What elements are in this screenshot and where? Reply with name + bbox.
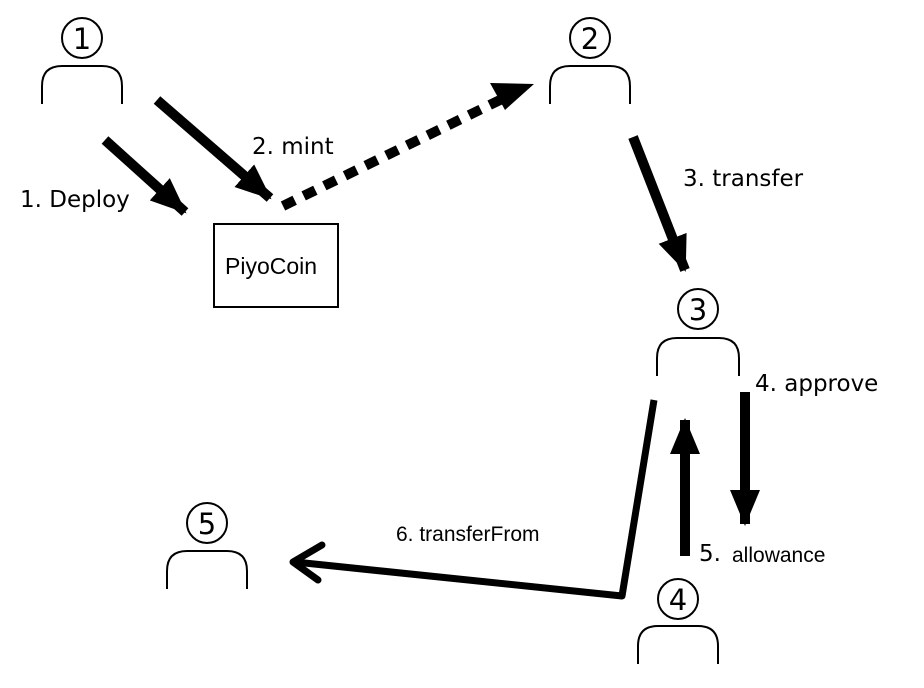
user-4-number: 4 (669, 583, 687, 617)
user-5-person-icon (166, 550, 248, 589)
user-4-number-circle (657, 578, 699, 620)
approve-label: 4. approve (755, 371, 879, 397)
mint-arrow (153, 96, 274, 202)
user-3-person-icon (656, 337, 740, 376)
user-4-person-icon (637, 625, 719, 664)
user-1-person-icon (41, 65, 123, 104)
transfer-from-label: 6. transferFrom (396, 523, 540, 546)
user-3-number: 3 (689, 293, 707, 327)
user-5-number-circle (186, 502, 228, 544)
allowance-label: allowance (732, 544, 826, 567)
transfer-arrow (628, 135, 690, 272)
transfer-from-arrowhead (289, 541, 326, 584)
user-2-number: 2 (581, 22, 599, 56)
transfer-label: 3. transfer (683, 166, 804, 192)
deploy-label: 1. Deploy (20, 187, 130, 213)
user-2: 2 (549, 17, 631, 104)
piyocoin-label: PiyoCoin (225, 253, 318, 279)
deploy-arrow (101, 136, 189, 216)
user-3-number-circle (677, 288, 719, 330)
user-5: 5 (166, 502, 248, 589)
piyocoin-contract-box (213, 223, 339, 308)
user-4: 4 (637, 578, 719, 664)
user-2-person-icon (549, 65, 631, 104)
user-1-number: 1 (73, 22, 91, 56)
mint-to-user-2-dotted-arrow (280, 95, 503, 211)
transfer-from-path (294, 399, 658, 600)
user-1-number-circle (61, 17, 103, 59)
user-5-number: 5 (198, 507, 216, 541)
mint-label: 2. mint (252, 134, 334, 160)
mint-to-user-2-arrowhead (490, 83, 534, 110)
user-1: 1 (41, 17, 123, 104)
user-2-number-circle (569, 17, 611, 59)
allowance-number-label: 5. (699, 541, 721, 567)
user-3: 3 (656, 288, 740, 376)
